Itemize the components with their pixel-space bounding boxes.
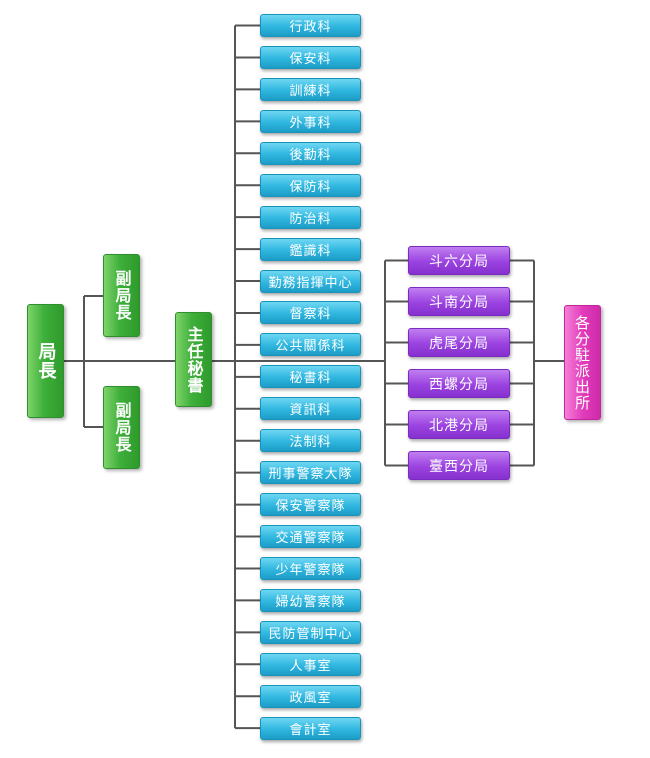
branch-box: 北港分局	[408, 410, 510, 439]
unit-label: 人事室	[289, 658, 332, 674]
branch-box: 臺西分局	[408, 451, 510, 480]
chief-secretary-box: 主任秘書	[175, 312, 212, 407]
unit-label: 政風室	[289, 690, 332, 706]
unit-box: 政風室	[260, 684, 361, 708]
chief-secretary-label: 主任秘書	[184, 325, 204, 394]
unit-label: 督察科	[289, 307, 332, 323]
branch-label: 斗六分局	[429, 253, 489, 270]
unit-label: 保安科	[289, 51, 332, 67]
unit-box: 公共關係科	[260, 333, 361, 357]
unit-box: 訓練科	[260, 77, 361, 101]
unit-box: 鑑識科	[260, 237, 361, 261]
unit-label: 後勤科	[289, 147, 332, 163]
unit-box: 勤務指揮中心	[260, 269, 361, 293]
unit-label: 民防管制中心	[268, 626, 353, 642]
branch-label: 北港分局	[429, 417, 489, 434]
unit-box: 人事室	[260, 652, 361, 676]
substations-label: 各分駐派出所	[573, 314, 591, 411]
branch-box: 斗六分局	[408, 246, 510, 275]
branch-label: 臺西分局	[429, 458, 489, 475]
unit-label: 保防科	[289, 179, 332, 195]
unit-label: 鑑識科	[289, 243, 332, 259]
unit-box: 行政科	[260, 14, 361, 37]
branch-label: 斗南分局	[429, 294, 489, 311]
unit-box: 交通警察隊	[260, 525, 361, 549]
unit-box: 婦幼警察隊	[260, 588, 361, 612]
unit-box: 刑事警察大隊	[260, 461, 361, 485]
deputy-label-1: 副局長	[112, 270, 132, 321]
unit-label: 秘書科	[289, 371, 332, 387]
chief-label: 局長	[35, 342, 57, 380]
unit-box: 會計室	[260, 716, 361, 740]
unit-box: 資訊科	[260, 397, 361, 421]
deputy-label-2: 副局長	[112, 402, 132, 453]
unit-label: 資訊科	[289, 403, 332, 419]
unit-label: 法制科	[289, 435, 332, 451]
unit-box: 民防管制中心	[260, 620, 361, 644]
unit-label: 保安警察隊	[275, 499, 346, 515]
unit-label: 會計室	[289, 722, 332, 738]
branch-box: 西螺分局	[408, 369, 510, 398]
deputy-box-2: 副局長	[103, 386, 140, 469]
branch-label: 虎尾分局	[429, 335, 489, 352]
unit-box: 外事科	[260, 109, 361, 133]
unit-box: 保安警察隊	[260, 493, 361, 517]
unit-box: 秘書科	[260, 365, 361, 389]
unit-box: 保安科	[260, 45, 361, 69]
substations-box: 各分駐派出所	[564, 305, 601, 420]
unit-box: 督察科	[260, 301, 361, 325]
unit-label: 婦幼警察隊	[275, 594, 346, 610]
branch-box: 虎尾分局	[408, 328, 510, 357]
unit-label: 行政科	[289, 20, 332, 35]
unit-label: 公共關係科	[275, 339, 346, 355]
unit-box: 防治科	[260, 205, 361, 229]
unit-label: 外事科	[289, 115, 332, 131]
chief-box: 局長	[27, 304, 64, 418]
unit-box: 少年警察隊	[260, 556, 361, 580]
unit-box: 法制科	[260, 429, 361, 453]
unit-label: 勤務指揮中心	[268, 275, 353, 291]
unit-box: 保防科	[260, 173, 361, 197]
unit-label: 刑事警察大隊	[268, 467, 353, 483]
unit-label: 訓練科	[289, 83, 332, 99]
branch-label: 西螺分局	[429, 376, 489, 393]
branch-box: 斗南分局	[408, 287, 510, 316]
unit-label: 少年警察隊	[275, 562, 346, 578]
unit-label: 防治科	[289, 211, 332, 227]
unit-label: 交通警察隊	[275, 531, 346, 547]
unit-box: 後勤科	[260, 141, 361, 165]
deputy-box-1: 副局長	[103, 254, 140, 337]
